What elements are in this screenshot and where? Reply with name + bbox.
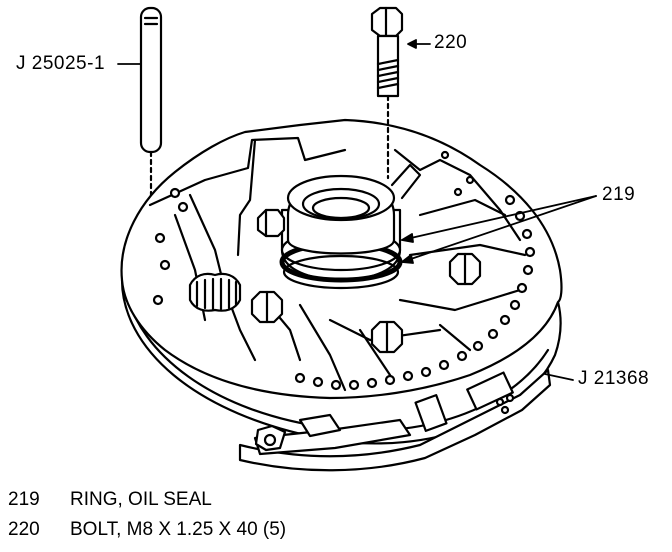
label-220: 220 xyxy=(434,32,468,53)
legend-description: BOLT, M8 X 1.25 X 40 (5) xyxy=(70,519,287,540)
bolt-220 xyxy=(370,6,404,180)
label-219: 219 xyxy=(602,184,636,205)
alignment-pin xyxy=(139,6,163,207)
legend-number: 220 xyxy=(8,519,40,540)
legend-description: RING, OIL SEAL xyxy=(70,489,212,510)
label-j21368: J 21368 xyxy=(578,368,650,389)
legend-number: 219 xyxy=(8,489,40,510)
band-clamp xyxy=(238,368,552,472)
legend-item-220: 220 BOLT, M8 X 1.25 X 40 (5) xyxy=(8,519,286,541)
bolt-heads xyxy=(250,208,482,354)
leader-lines xyxy=(117,39,597,381)
center-hub xyxy=(279,163,422,290)
valve-spring xyxy=(188,272,242,312)
legend-item-219: 219 RING, OIL SEAL xyxy=(8,489,212,511)
label-j25025-1: J 25025-1 xyxy=(16,53,106,74)
